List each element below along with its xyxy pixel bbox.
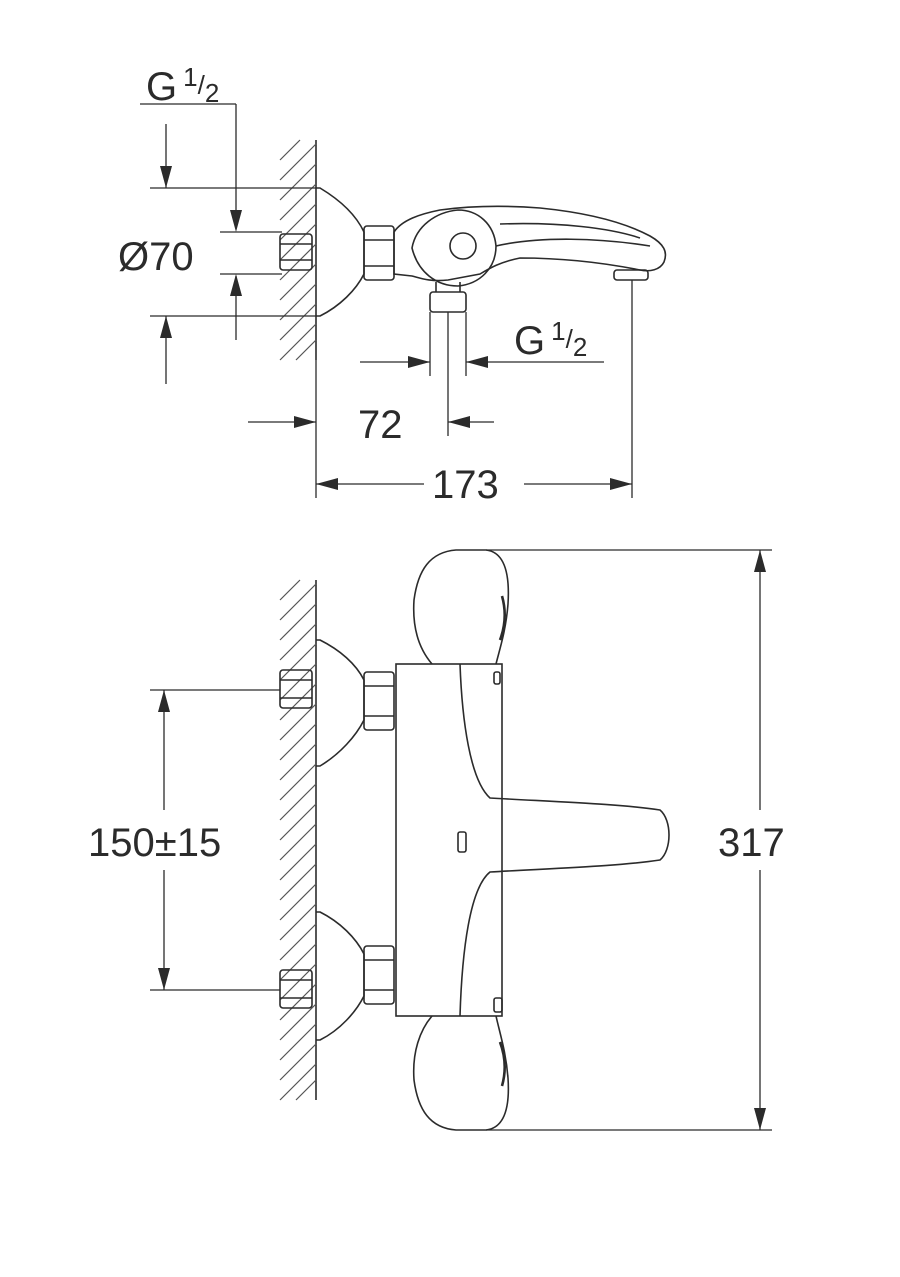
hex-nut-lower [363, 945, 395, 1005]
front-view: 150±15 317 [88, 549, 785, 1131]
spout-nozzle-top [613, 269, 649, 281]
spout-outlet-front [457, 831, 467, 853]
handle-lower [412, 1015, 510, 1131]
spout-front [459, 663, 670, 1017]
handle-top [411, 209, 497, 287]
dim-diameter [150, 124, 316, 384]
label-spout-offset: 72 [358, 403, 403, 447]
escutcheon-upper [316, 639, 365, 767]
handle-upper [412, 549, 510, 665]
thermostat-body [395, 663, 503, 1017]
label-diameter: Ø70 [118, 235, 194, 279]
label-projection: 173 [432, 463, 499, 507]
wall-connector-lower [279, 969, 313, 1009]
hex-nut-upper [363, 671, 395, 731]
escutcheon-top [316, 187, 365, 317]
wall-bottom [279, 579, 317, 1101]
dim-spout-offset [248, 312, 494, 436]
handle-cap-top [449, 232, 477, 260]
wall-hatching-top [279, 139, 317, 361]
dim-outlet-thread [360, 312, 604, 376]
dim-centres [150, 689, 280, 991]
wall-connector-upper [279, 669, 313, 709]
dim-height [486, 549, 772, 1131]
label-centres: 150±15 [88, 821, 221, 865]
side-view: G1/2 Ø70 G1/2 72 173 [118, 62, 667, 507]
wall-top [279, 139, 317, 361]
dim-projection [315, 280, 633, 498]
escutcheon-lower [316, 911, 365, 1041]
label-height: 317 [718, 821, 785, 865]
mixer-body-top [393, 205, 667, 282]
wall-connector-top [279, 233, 313, 271]
dim-inlet-thread-top [140, 103, 282, 340]
wall-hatching-bottom [279, 579, 317, 1101]
hex-nut-top [363, 225, 395, 281]
bottom-outlet-top [429, 291, 467, 313]
